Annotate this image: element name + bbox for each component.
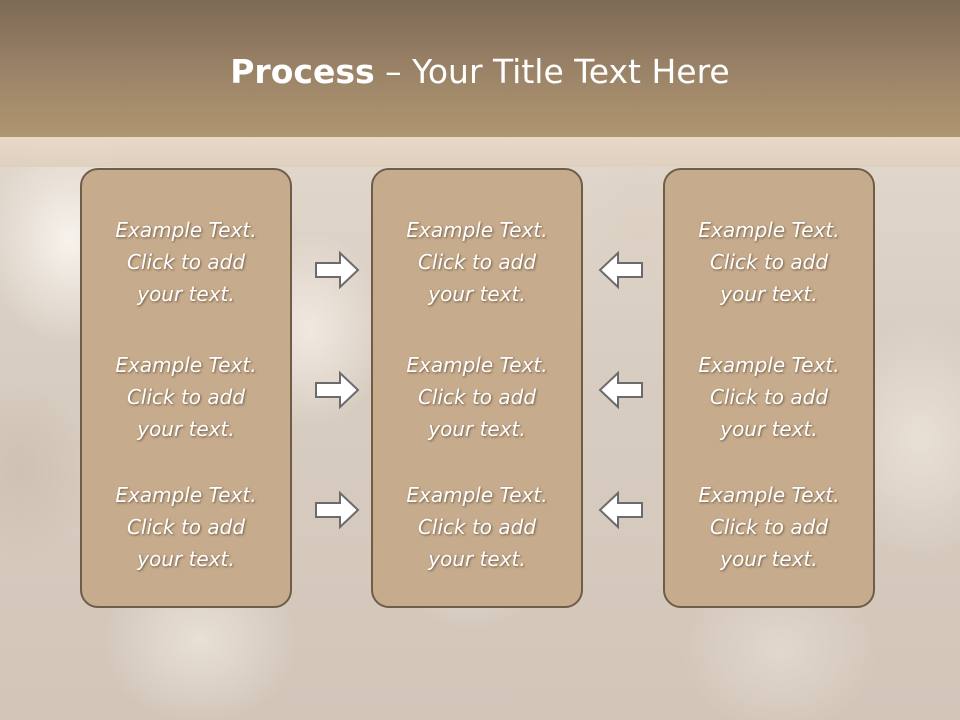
text-line: Example Text.: [698, 483, 840, 507]
text-line: Example Text.: [406, 483, 548, 507]
text-line: your text.: [428, 417, 526, 441]
arrow-right-icon: [315, 250, 360, 290]
text-line: Example Text.: [406, 353, 548, 377]
arrow-left-icon: [598, 370, 643, 410]
arrow-left-icon: [598, 250, 643, 290]
text-line: your text.: [137, 547, 235, 571]
text-line: Click to add: [126, 250, 246, 274]
text-line: Example Text.: [698, 353, 840, 377]
arrow-left-icon: [598, 490, 643, 530]
text-line: Click to add: [709, 515, 829, 539]
process-panel-right[interactable]: Example Text. Click to add your text. Ex…: [663, 168, 875, 608]
panel-text-block[interactable]: Example Text. Click to add your text.: [373, 479, 581, 575]
text-line: your text.: [428, 547, 526, 571]
panel-text-block[interactable]: Example Text. Click to add your text.: [373, 214, 581, 310]
panel-text-block[interactable]: Example Text. Click to add your text.: [665, 479, 873, 575]
slide-title[interactable]: Process – Your Title Text Here: [0, 52, 960, 91]
text-line: your text.: [137, 417, 235, 441]
header-band: [0, 137, 960, 167]
title-rest: – Your Title Text Here: [374, 52, 730, 91]
text-line: your text.: [137, 282, 235, 306]
arrow-right-icon: [315, 490, 360, 530]
text-line: Click to add: [709, 250, 829, 274]
text-line: Example Text.: [115, 353, 257, 377]
panel-text-block[interactable]: Example Text. Click to add your text.: [665, 349, 873, 445]
text-line: Click to add: [417, 250, 537, 274]
text-line: Example Text.: [406, 218, 548, 242]
text-line: Click to add: [417, 385, 537, 409]
panel-text-block[interactable]: Example Text. Click to add your text.: [82, 349, 290, 445]
text-line: your text.: [428, 282, 526, 306]
panel-text-block[interactable]: Example Text. Click to add your text.: [665, 214, 873, 310]
panel-text-block[interactable]: Example Text. Click to add your text.: [373, 349, 581, 445]
text-line: Click to add: [126, 385, 246, 409]
text-line: Click to add: [417, 515, 537, 539]
text-line: Click to add: [126, 515, 246, 539]
panel-text-block[interactable]: Example Text. Click to add your text.: [82, 479, 290, 575]
panel-text-block[interactable]: Example Text. Click to add your text.: [82, 214, 290, 310]
process-panel-center[interactable]: Example Text. Click to add your text. Ex…: [371, 168, 583, 608]
text-line: Click to add: [709, 385, 829, 409]
title-bar: Process – Your Title Text Here: [0, 0, 960, 137]
text-line: your text.: [720, 417, 818, 441]
text-line: your text.: [720, 547, 818, 571]
process-panel-left[interactable]: Example Text. Click to add your text. Ex…: [80, 168, 292, 608]
title-bold: Process: [230, 52, 375, 91]
text-line: Example Text.: [698, 218, 840, 242]
text-line: your text.: [720, 282, 818, 306]
arrow-right-icon: [315, 370, 360, 410]
text-line: Example Text.: [115, 483, 257, 507]
text-line: Example Text.: [115, 218, 257, 242]
